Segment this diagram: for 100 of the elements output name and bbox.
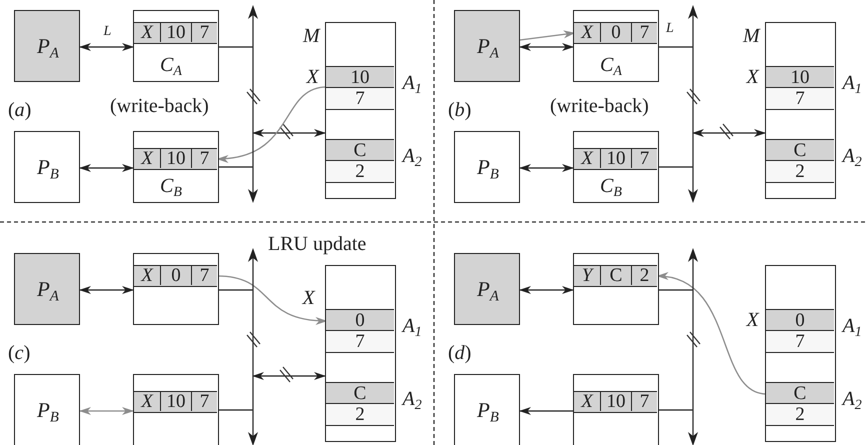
processor-box (14, 253, 80, 325)
processor-label: P$_{B}$ (37, 157, 59, 182)
arrow (519, 43, 574, 51)
connector-line (659, 166, 693, 168)
cache-box (573, 131, 659, 203)
cache-cell-text: 7 (198, 148, 210, 168)
connector-line (659, 46, 693, 48)
address-label: A$_{1}$ (402, 72, 422, 97)
row-value: 2 (794, 405, 806, 424)
line-label: L (666, 22, 674, 36)
cache-cell: C (601, 266, 632, 284)
bus-arrow (687, 5, 699, 203)
row-value: 0 (794, 311, 806, 330)
cache-cell: 10 (161, 392, 192, 410)
arrow (252, 129, 326, 137)
annotation: (write-back) (550, 96, 649, 116)
memory-row (766, 139, 834, 161)
address-label: X (746, 66, 759, 86)
arrow (217, 275, 328, 324)
memory-row (766, 161, 834, 183)
memory-row (766, 404, 834, 426)
row-value: C (792, 141, 808, 160)
cache-box (133, 253, 219, 325)
memory-row (766, 309, 834, 331)
memory-row (326, 139, 394, 161)
cache-box (133, 131, 219, 203)
processor-box (14, 131, 80, 203)
row-value: C (792, 384, 808, 403)
cache-box (573, 374, 659, 445)
memory-row (326, 404, 394, 426)
cache-cell: X (134, 392, 161, 410)
cache-cell: Y (574, 266, 601, 284)
cache-cell-text: 7 (638, 148, 650, 168)
cache-cell: X (574, 22, 601, 42)
row-value: 7 (794, 332, 806, 351)
row-value: 7 (354, 332, 366, 351)
memory-label: M (743, 26, 760, 46)
processor-label: P$_{B}$ (477, 400, 499, 426)
cache-cell: 0 (601, 22, 632, 42)
bus-arrow (247, 5, 259, 203)
cache-label: C$_{A}$ (600, 55, 622, 80)
bus-arrow (687, 248, 699, 445)
cache-cell: 10 (161, 148, 192, 168)
row-value: C (352, 384, 368, 403)
cache-box (133, 10, 219, 82)
cache-label: C$_{B}$ (600, 176, 622, 200)
bus-arrow (247, 248, 259, 445)
cache-cell-text: 7 (638, 22, 650, 42)
memory-row (326, 309, 394, 331)
panel-label: (c) (8, 343, 30, 363)
processor-box (14, 374, 80, 445)
memory-row (326, 382, 394, 404)
memory-row (766, 382, 834, 404)
cache-label: C$_{B}$ (160, 176, 182, 200)
processor-box (454, 10, 520, 82)
cache-cell: 10 (601, 148, 632, 168)
cache-cell-text: 7 (638, 392, 650, 410)
cache-cell: 0 (161, 266, 192, 284)
memory-label: M (303, 26, 320, 46)
cache-cell: X (134, 266, 161, 284)
connector-line (219, 46, 253, 48)
address-label: A$_{1}$ (842, 316, 862, 340)
cache-label: C$_{A}$ (160, 55, 182, 80)
memory-row (326, 88, 394, 110)
row-value: 7 (794, 89, 806, 108)
arrow (519, 286, 574, 294)
row-value: 2 (354, 405, 366, 424)
processor-box (14, 10, 80, 82)
arrow (252, 372, 326, 380)
cache-box (573, 10, 659, 82)
memory-box (765, 265, 836, 442)
row-value: 10 (350, 68, 370, 87)
memory-box (325, 22, 396, 199)
cache-cell: 10 (601, 392, 632, 410)
address-label: A$_{2}$ (402, 146, 422, 170)
address-label: X (302, 288, 315, 308)
memory-row (326, 331, 394, 353)
processor-box (454, 374, 520, 445)
address-label: A$_{2}$ (402, 388, 422, 413)
row-value: 0 (354, 311, 366, 330)
processor-box (454, 131, 520, 203)
processor-label: P$_{A}$ (37, 279, 59, 304)
connector-line (659, 409, 693, 411)
annotation: LRU update (268, 234, 366, 254)
arrow (79, 286, 134, 294)
memory-row (326, 66, 394, 88)
memory-box (325, 265, 396, 442)
processor-label: P$_{A}$ (477, 36, 499, 62)
memory-row (326, 161, 394, 183)
annotation: (write-back) (110, 96, 209, 116)
cache-cell: X (134, 22, 161, 42)
arrow (519, 407, 573, 415)
address-label: X (746, 310, 759, 330)
panel-label: (d) (448, 343, 472, 363)
processor-label: P$_{A}$ (37, 36, 59, 62)
arrow (79, 164, 134, 172)
cache-cell: X (574, 148, 601, 168)
memory-box (765, 22, 836, 199)
connector-line (219, 409, 253, 411)
memory-row (766, 88, 834, 110)
